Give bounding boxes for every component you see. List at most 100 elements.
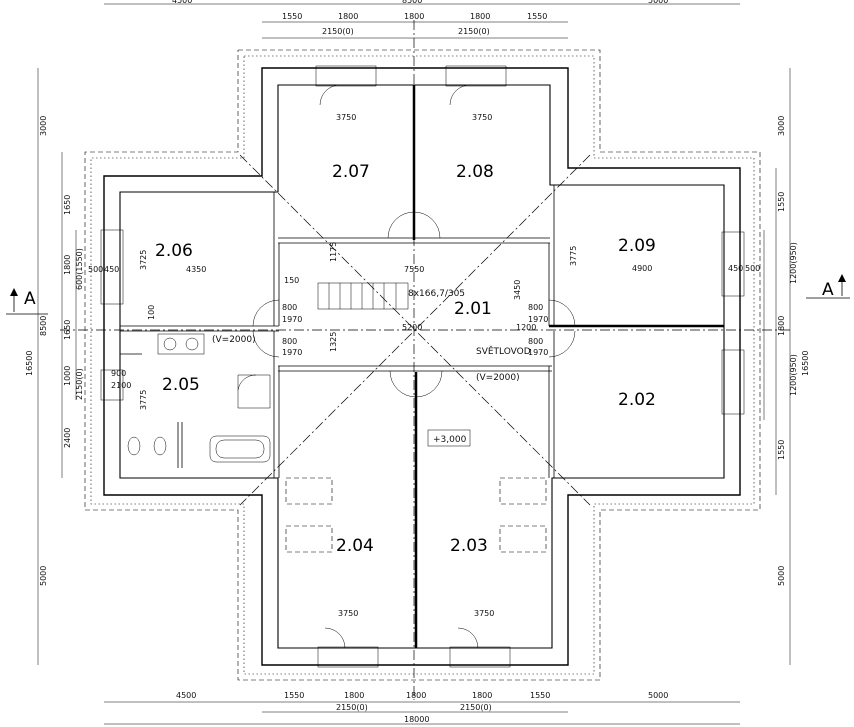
dim-left-2400: 2400: [63, 428, 72, 448]
dim-wc-width: 900: [111, 369, 126, 378]
dim-left-1000: 1000: [63, 366, 72, 386]
room-label-206: 2.06: [155, 241, 193, 261]
room-label-203: 2.03: [450, 536, 488, 556]
skylight-label: SVĚTLOVOD: [476, 345, 531, 357]
roof-hip-lines: [60, 20, 790, 700]
dim-top-4500: 4500: [172, 0, 192, 5]
dim-208-width: 3750: [472, 113, 492, 122]
dim-right-5000: 5000: [777, 566, 786, 586]
dim-hall-1200: 1200: [516, 323, 536, 332]
dim-hall-150a: 150: [284, 276, 299, 285]
dim-bot-2150a: 2150(0): [336, 703, 368, 712]
dim-209-depth: 3775: [569, 246, 578, 266]
dim-204-width: 3750: [338, 609, 358, 618]
section-marker-left: A: [6, 288, 48, 315]
dim-left-16500: 16500: [25, 351, 34, 376]
dim-right-16500: 16500: [801, 351, 810, 376]
dim-207-width: 3750: [336, 113, 356, 122]
dim-left-1800: 1800: [63, 255, 72, 275]
room-label-205: 2.05: [162, 375, 200, 395]
dim-hall-1325: 1325: [329, 332, 338, 352]
dim-bot-1550a: 1550: [284, 691, 304, 700]
left-dimension-lines: [37, 68, 77, 665]
dim-206-depth: 3725: [139, 250, 148, 270]
exterior-walls: [103, 67, 741, 666]
dim-hall-depth: 3450: [513, 280, 522, 300]
dim-206-overhang: 500: [88, 265, 103, 274]
staircase: [317, 282, 409, 310]
dim-hall-100: 100: [147, 305, 156, 320]
interior-walls: [120, 85, 724, 648]
dim-left-1650a: 1650: [63, 195, 72, 215]
hall-height-label: (V=2000): [476, 373, 520, 383]
bath-height-label: (V=2000): [212, 335, 256, 345]
level-box: [427, 429, 471, 447]
dim-door-h4: 1970: [528, 348, 548, 357]
dim-left-1650b: 1650: [63, 320, 72, 340]
dim-203-width: 3750: [474, 609, 494, 618]
dim-top-1800a: 1800: [338, 12, 358, 21]
dim-left-600: 600(1550): [75, 248, 84, 290]
dim-top-1800b: 1800: [404, 12, 424, 21]
bathroom-fixtures: [127, 333, 271, 463]
dim-209-width: 4900: [632, 264, 652, 273]
dim-left-3000: 3000: [39, 116, 48, 136]
level-label: +3,000: [433, 435, 467, 445]
dim-bot-total: 18000: [404, 715, 429, 724]
dim-left-8500: 8500: [39, 316, 48, 336]
dim-bot-1800c: 1800: [472, 691, 492, 700]
dim-bot-1550b: 1550: [530, 691, 550, 700]
right-dimension-lines: [763, 68, 791, 665]
room-label-209: 2.09: [618, 236, 656, 256]
section-label-right: A: [822, 280, 834, 300]
dim-bot-2150b: 2150(0): [460, 703, 492, 712]
roof-windows: [285, 477, 547, 553]
dim-top-8500: 8500: [402, 0, 422, 5]
dim-209-wall: 450: [728, 264, 743, 273]
room-label-207: 2.07: [332, 162, 370, 182]
dim-left-5000: 5000: [39, 566, 48, 586]
dim-bot-1800b: 1800: [406, 691, 426, 700]
room-label-202: 2.02: [618, 390, 656, 410]
dim-right-1200a: 1200(950): [789, 242, 798, 284]
dim-top-5000: 5000: [648, 0, 668, 5]
dim-top-2150b: 2150(0): [458, 27, 490, 36]
dim-right-1800: 1800: [777, 316, 786, 336]
dim-top-1550b: 1550: [527, 12, 547, 21]
door-swings: [252, 84, 576, 649]
dim-bot-1800a: 1800: [344, 691, 364, 700]
bottom-dimension-lines: [104, 701, 740, 725]
dim-right-3000: 3000: [777, 116, 786, 136]
dim-top-1800c: 1800: [470, 12, 490, 21]
section-marker-right: A: [806, 274, 850, 300]
windows: [100, 65, 745, 668]
dim-top-2150a: 2150(0): [322, 27, 354, 36]
dim-hall-5200: 5200: [402, 323, 422, 332]
section-label-left: A: [24, 289, 36, 309]
dim-door-h2: 1970: [282, 348, 302, 357]
dim-wc-height: 2100: [111, 381, 131, 390]
dim-209-overhang: 500: [745, 264, 760, 273]
dim-right-1550a: 1550: [777, 192, 786, 212]
dim-door-w4: 800: [528, 337, 543, 346]
dim-door-h3: 1970: [528, 315, 548, 324]
dim-bot-4500: 4500: [176, 691, 196, 700]
top-dimension-lines: [104, 3, 740, 39]
dim-205-depth: 3775: [139, 390, 148, 410]
room-label-204: 2.04: [336, 536, 374, 556]
roof-outline: [84, 49, 761, 681]
dim-right-1200b: 1200(950): [789, 354, 798, 396]
dim-bot-5000: 5000: [648, 691, 668, 700]
room-label-201: 2.01: [454, 299, 492, 319]
dim-left-2150: 2150(0): [75, 368, 84, 400]
dim-hall-width: 7550: [404, 265, 424, 274]
dim-door-w2: 800: [282, 337, 297, 346]
room-label-208: 2.08: [456, 162, 494, 182]
dim-door-h1: 1970: [282, 315, 302, 324]
dim-206-width: 4350: [186, 265, 206, 274]
dim-door-w1: 800: [282, 303, 297, 312]
dim-top-1550a: 1550: [282, 12, 302, 21]
dim-door-w3: 800: [528, 303, 543, 312]
dim-right-1550b: 1550: [777, 440, 786, 460]
